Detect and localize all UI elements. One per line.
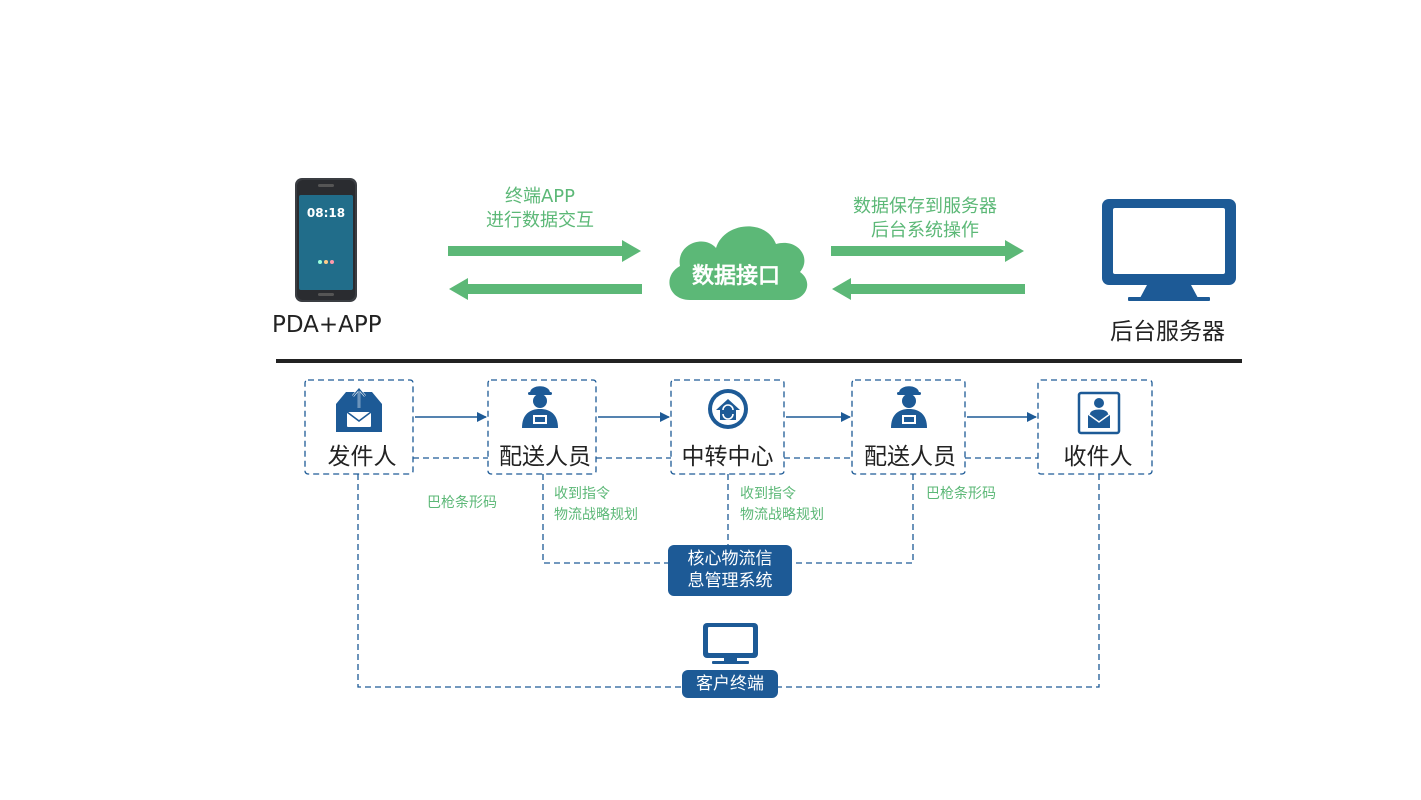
courier-icon xyxy=(891,386,927,428)
left-caption-line-1: 终端APP xyxy=(504,186,576,207)
note-recv-left-line-2: 物流战略规划 xyxy=(554,507,638,523)
section-divider xyxy=(276,359,1242,363)
node-label-transit: 中转中心 xyxy=(681,444,774,470)
server-label: 后台服务器 xyxy=(1110,319,1225,345)
node-box-recipient xyxy=(1037,379,1153,475)
client-monitor-icon xyxy=(703,623,758,664)
arrow-to-server xyxy=(831,240,1024,262)
recipient-mail-icon xyxy=(1077,391,1121,435)
core-system-badge: 核心物流信 息管理系统 xyxy=(668,545,792,596)
note-recv-right: 收到指令 物流战略规划 xyxy=(740,484,824,526)
note-recv-left-line-1: 收到指令 xyxy=(554,486,610,502)
left-caption-line-2: 进行数据交互 xyxy=(486,210,594,231)
transit-house-icon xyxy=(708,389,748,429)
note-scan-right: 巴枪条形码 xyxy=(926,486,996,502)
envelope-tray-icon xyxy=(336,387,382,432)
note-recv-left: 收到指令 物流战略规划 xyxy=(554,484,638,526)
note-scan-left: 巴枪条形码 xyxy=(427,495,497,511)
right-caption-line-2: 后台系统操作 xyxy=(871,220,979,241)
arrow-from-server xyxy=(832,278,1025,300)
node-label-courier-2: 配送人员 xyxy=(864,444,956,470)
node-box-transit xyxy=(670,379,785,475)
pda-device-icon xyxy=(295,178,357,302)
client-terminal-badge: 客户终端 xyxy=(682,670,778,698)
node-label-recipient: 收件人 xyxy=(1063,444,1133,470)
note-recv-right-line-1: 收到指令 xyxy=(740,486,796,502)
cloud-label: 数据接口 xyxy=(691,264,780,289)
node-box-sender xyxy=(304,379,414,475)
right-caption: 数据保存到服务器 后台系统操作 xyxy=(830,195,1020,243)
left-caption: 终端APP 进行数据交互 xyxy=(470,185,610,233)
client-link-left xyxy=(357,474,682,688)
core-system-line-2: 息管理系统 xyxy=(687,571,773,591)
node-label-courier-1: 配送人员 xyxy=(499,444,591,470)
arrow-from-cloud xyxy=(449,278,642,300)
device-label: PDA+APP xyxy=(272,312,382,338)
right-caption-line-1: 数据保存到服务器 xyxy=(853,196,997,217)
client-link-right xyxy=(778,474,1100,688)
core-system-line-1: 核心物流信 xyxy=(687,549,773,569)
node-box-courier-1 xyxy=(487,379,597,475)
node-box-courier-2 xyxy=(851,379,966,475)
pda-screen-time: 08:18 xyxy=(306,206,346,220)
courier-icon xyxy=(522,386,558,428)
note-recv-right-line-2: 物流战略规划 xyxy=(740,507,824,523)
arrow-to-cloud xyxy=(448,240,641,262)
core-link-left xyxy=(542,474,668,564)
node-label-sender: 发件人 xyxy=(327,444,397,470)
server-monitor-icon xyxy=(1102,199,1236,301)
cloud-shape xyxy=(669,226,808,300)
